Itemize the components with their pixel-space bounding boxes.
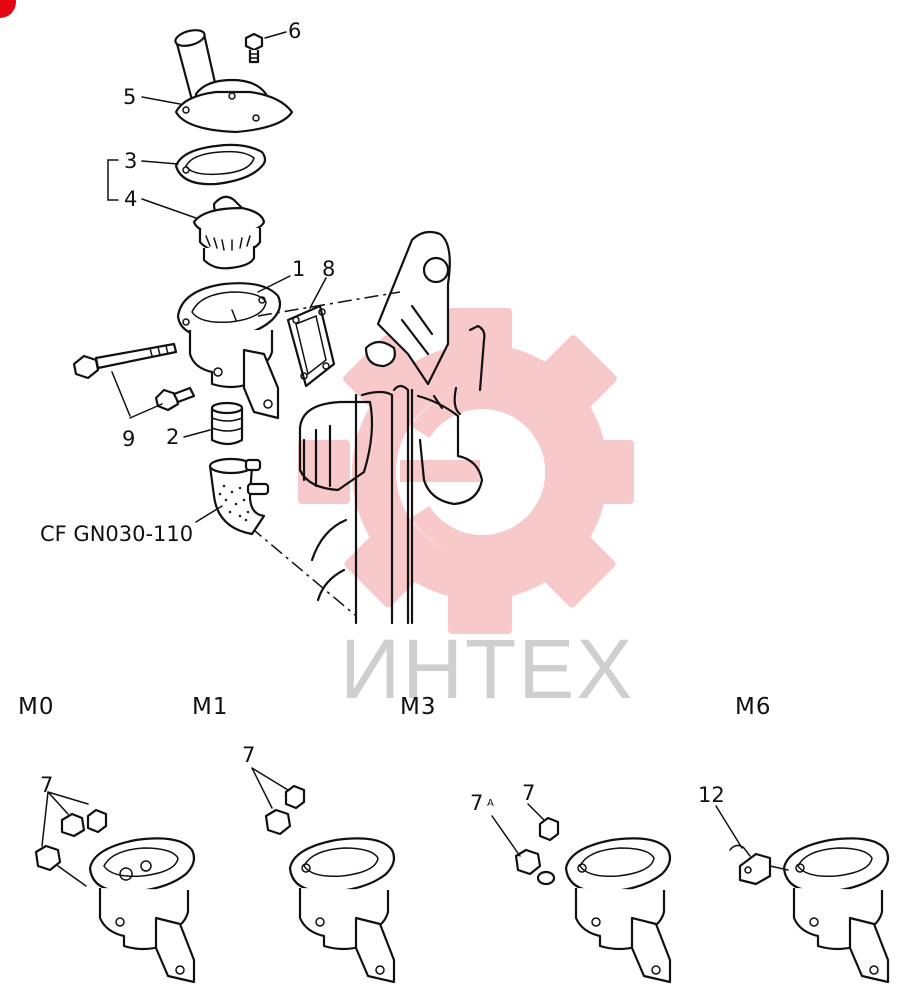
- gasket-8: [286, 304, 336, 388]
- callout-6: 6: [288, 19, 301, 43]
- variant-m6-sensor: [715, 805, 789, 886]
- watermark-gear-icon: [298, 308, 634, 634]
- model-label-m3: M3: [400, 694, 436, 720]
- callout-m3-a: A: [487, 798, 494, 809]
- callout-4: 4: [124, 187, 137, 211]
- callout-m1-7: 7: [242, 743, 255, 767]
- corner-badge-icon: [0, 0, 16, 18]
- variant-m0-housing: [88, 837, 196, 984]
- hose-elbow: [208, 457, 270, 536]
- thermostat-housing-1: [176, 282, 282, 420]
- callout-m6-12: 12: [698, 783, 725, 807]
- callout-3: 3: [124, 149, 137, 173]
- callout-m3-7: 7: [470, 791, 483, 815]
- bracket-3-4: [107, 159, 119, 201]
- variant-m1-housing: [288, 837, 396, 984]
- model-label-m0: M0: [18, 694, 54, 720]
- variant-m1-plugs: [251, 767, 306, 836]
- reference-code: CF GN030-110: [40, 522, 193, 546]
- callout-m3-7b: 7: [522, 781, 535, 805]
- variant-m6-housing: [782, 837, 890, 984]
- sleeve-2: [210, 401, 244, 446]
- callout-8: 8: [322, 257, 335, 281]
- bolts-9: [72, 342, 196, 412]
- callout-2: 2: [166, 425, 179, 449]
- watermark-text: ИНТЕХ: [340, 622, 634, 716]
- callout-9: 9: [122, 427, 135, 451]
- callout-m0-7: 7: [40, 773, 53, 797]
- variant-m0-plugs: [34, 791, 108, 887]
- callout-5: 5: [123, 85, 136, 109]
- water-outlet-5: [174, 29, 294, 134]
- thermostat-4: [192, 195, 266, 270]
- callout-1: 1: [292, 257, 305, 281]
- model-label-m1: M1: [192, 694, 228, 720]
- gasket-3: [174, 143, 267, 186]
- engine-block: [298, 230, 486, 625]
- variant-m3-plugs: [491, 803, 560, 886]
- model-label-m6: M6: [735, 694, 771, 720]
- variant-m3-housing: [564, 837, 672, 984]
- bolt-6: [244, 32, 264, 64]
